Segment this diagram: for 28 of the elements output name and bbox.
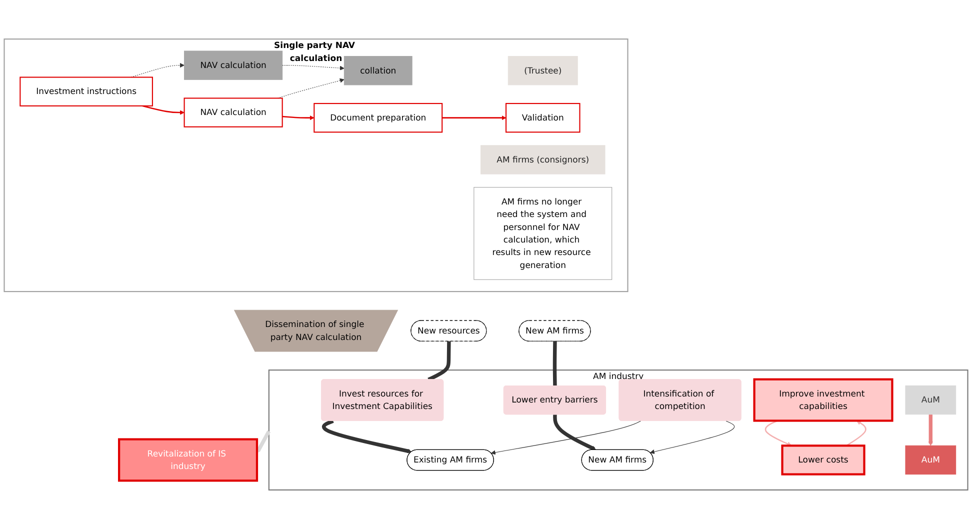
node-box: NAV calculation xyxy=(184,98,283,128)
arrow xyxy=(282,116,314,120)
node-box: NAV calculation xyxy=(184,50,283,80)
node-box: (Trustee) xyxy=(508,56,578,86)
arrow xyxy=(322,419,412,454)
node-box: AM firms (consignors) xyxy=(480,145,606,174)
arrow xyxy=(282,65,344,70)
node-box: Revitalization of IS industry xyxy=(118,438,258,482)
connector xyxy=(552,341,557,386)
node-box: Document preparation xyxy=(314,102,443,133)
arrow xyxy=(490,420,641,455)
node-box: AM firms no longer need the system and personnel for NAV calculation, which results in new resource generation xyxy=(474,187,612,280)
node-box: Validation xyxy=(506,102,580,133)
connector xyxy=(428,341,451,382)
arrow xyxy=(764,420,792,446)
node-box: collation xyxy=(344,56,412,86)
arrow xyxy=(256,430,271,454)
node-box: AuM xyxy=(905,445,956,475)
node-box: Improve investment capabilities xyxy=(753,378,894,422)
node-box: AuM xyxy=(905,385,956,415)
node-box: Lower costs xyxy=(781,444,866,476)
node-box: Investment instructions xyxy=(20,76,153,106)
arrow xyxy=(846,420,866,446)
arrow xyxy=(442,116,506,120)
arrow xyxy=(928,414,933,446)
arrow xyxy=(650,420,735,454)
arrow xyxy=(142,105,184,115)
arrow xyxy=(553,414,596,451)
